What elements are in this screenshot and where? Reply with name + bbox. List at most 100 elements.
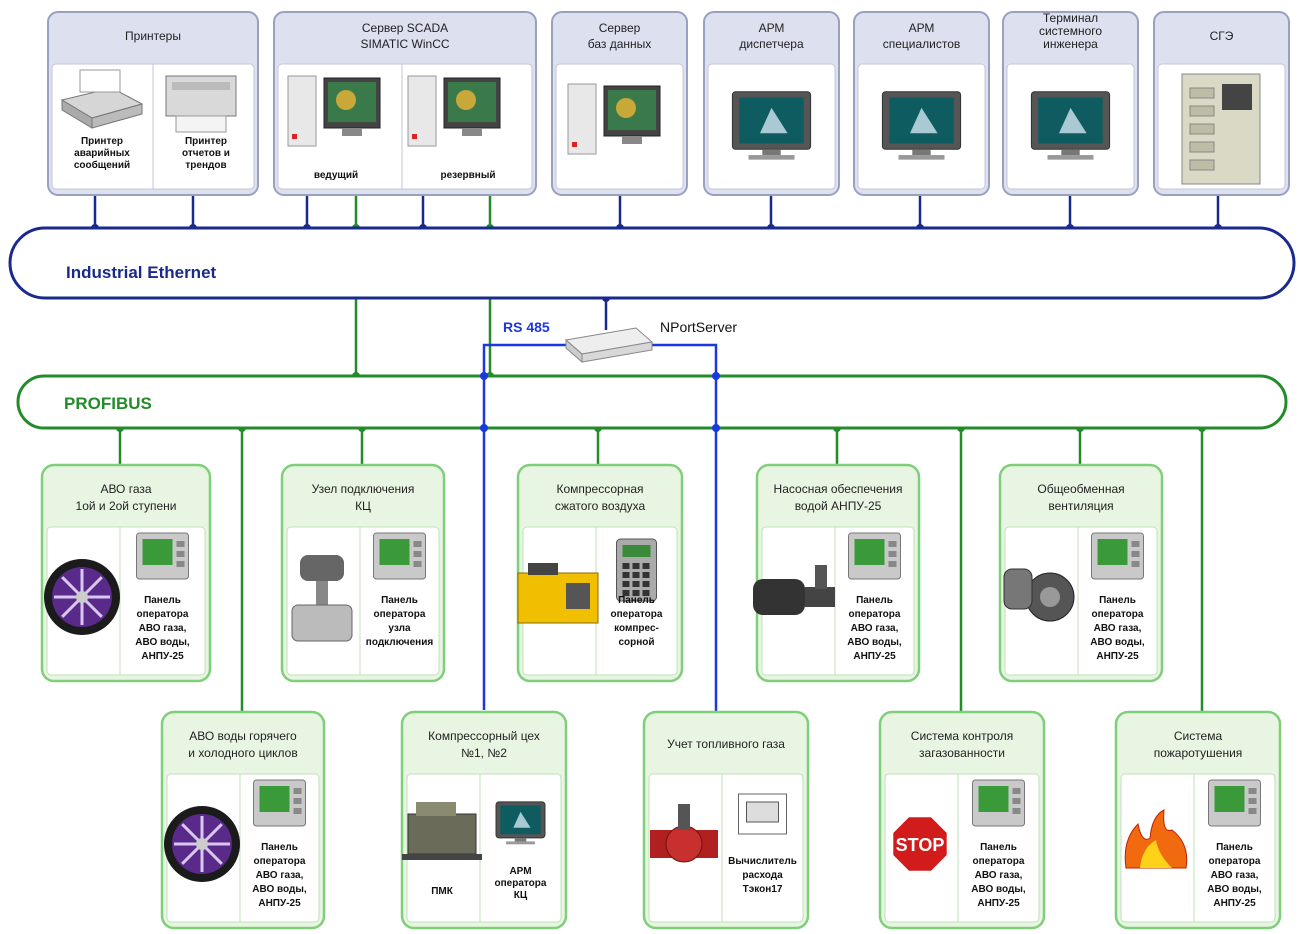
paper-tray — [175, 115, 227, 133]
bottom-node-title-line: 1ой и 2ой ступени — [76, 499, 177, 513]
device-caption-line: Панель — [144, 595, 181, 606]
device-caption: ПМК — [431, 886, 454, 897]
operator-panel-screen — [379, 539, 410, 565]
bottom-node-title-line: Система контроля — [911, 729, 1013, 743]
screen-picture — [336, 90, 356, 110]
junction-dot — [480, 424, 488, 432]
flowmeter-body — [665, 825, 703, 863]
blower-hub — [1040, 587, 1060, 607]
bottom-node-title-line: Насосная обеспечения — [774, 482, 903, 496]
bottom-node-title: Компрессорный цех №1, №2 — [428, 729, 540, 760]
device-caption-line: КЦ — [514, 890, 528, 901]
operator-panel-key — [888, 541, 897, 547]
operator-panel-key — [413, 551, 422, 557]
cabinet-slot — [1189, 141, 1215, 153]
device-caption-line: узла — [388, 623, 411, 634]
rs485-link — [480, 343, 720, 712]
bottom-node-title-line: АВО газа — [100, 482, 151, 496]
device-caption-line: АВО газа, — [1094, 623, 1142, 634]
operator-panel-key — [176, 541, 185, 547]
stop-sign-lettering: STOP — [896, 835, 945, 855]
operator-panel-screen — [978, 786, 1009, 812]
operator-panel-key — [176, 551, 185, 557]
device-caption-line: АНПУ-25 — [1096, 651, 1139, 662]
device-caption-line: Тэкон17 — [743, 884, 783, 895]
operator-panel-key — [1012, 798, 1021, 804]
operator-panel-key — [293, 798, 302, 804]
device-caption-line: Панель — [261, 842, 298, 853]
device-caption-line: Панель — [618, 595, 655, 606]
bottom-node-title-line: загазованности — [919, 746, 1005, 760]
monitor-stand — [912, 149, 931, 156]
power-led — [412, 134, 417, 139]
device-caption-line: АНПУ-25 — [141, 651, 184, 662]
bottom-node-title-line: и холодного циклов — [188, 746, 297, 760]
device-caption-line: АВО воды, — [1207, 884, 1262, 895]
bottom-node-title-line: КЦ — [355, 499, 371, 513]
printer-caption-line: Принтер — [185, 136, 227, 147]
device-caption-line: расхода — [742, 870, 783, 881]
profibus-bus — [16, 374, 1288, 430]
bottom-node-title-line: №1, №2 — [461, 746, 507, 760]
operator-panel-key — [888, 561, 897, 567]
keypad-key — [632, 572, 640, 578]
operator-panel-screen — [1097, 539, 1128, 565]
bottom-node-title-line: Узел подключения — [312, 482, 415, 496]
monitor-stand — [762, 149, 781, 156]
industrial-ethernet-label: Industrial Ethernet — [66, 263, 217, 282]
device-caption-line: АВО воды, — [135, 637, 190, 648]
operator-panel-key — [176, 561, 185, 567]
top-node-title-line: диспетчера — [739, 37, 804, 51]
device-caption-line: АНПУ-25 — [853, 651, 896, 662]
paper — [79, 69, 121, 93]
keypad-key — [632, 563, 640, 569]
keypad-key — [642, 590, 650, 596]
pump-head — [805, 587, 835, 607]
operator-panel-key — [1248, 788, 1257, 794]
junction-dot — [712, 372, 720, 380]
device-caption-line: АВО газа, — [1211, 870, 1259, 881]
top-node-title-line: системного — [1039, 24, 1102, 38]
keypad-key — [622, 572, 630, 578]
top-node-title-line: Принтеры — [125, 29, 181, 43]
nport-server-front — [581, 341, 653, 363]
flame-core — [1140, 840, 1172, 868]
rs485-right — [652, 343, 718, 712]
server-caption-line: резервный — [440, 170, 495, 181]
screen-picture — [456, 90, 476, 110]
keypad-key — [632, 581, 640, 587]
screen-picture — [616, 98, 636, 118]
bottom-node-title-line: Компрессорный цех — [428, 729, 540, 743]
device-caption-line: компрес- — [614, 623, 659, 634]
profibus-label: PROFIBUS — [64, 394, 152, 413]
device-caption-line: оператора — [1092, 609, 1144, 620]
generator-top — [528, 563, 558, 575]
device-caption-line: сорной — [618, 637, 654, 648]
keypad-key — [622, 590, 630, 596]
nport-server-label: NPortServer — [660, 319, 737, 335]
operator-panel-screen — [1214, 786, 1245, 812]
printer-caption-line: Принтер — [81, 136, 123, 147]
top-node: СГЭ — [1153, 11, 1290, 196]
top-node-title-line: Терминал — [1043, 11, 1098, 25]
power-led — [292, 134, 297, 139]
monitor-stand — [342, 128, 362, 136]
nport-server: NPortServer RS 485 — [503, 319, 737, 364]
